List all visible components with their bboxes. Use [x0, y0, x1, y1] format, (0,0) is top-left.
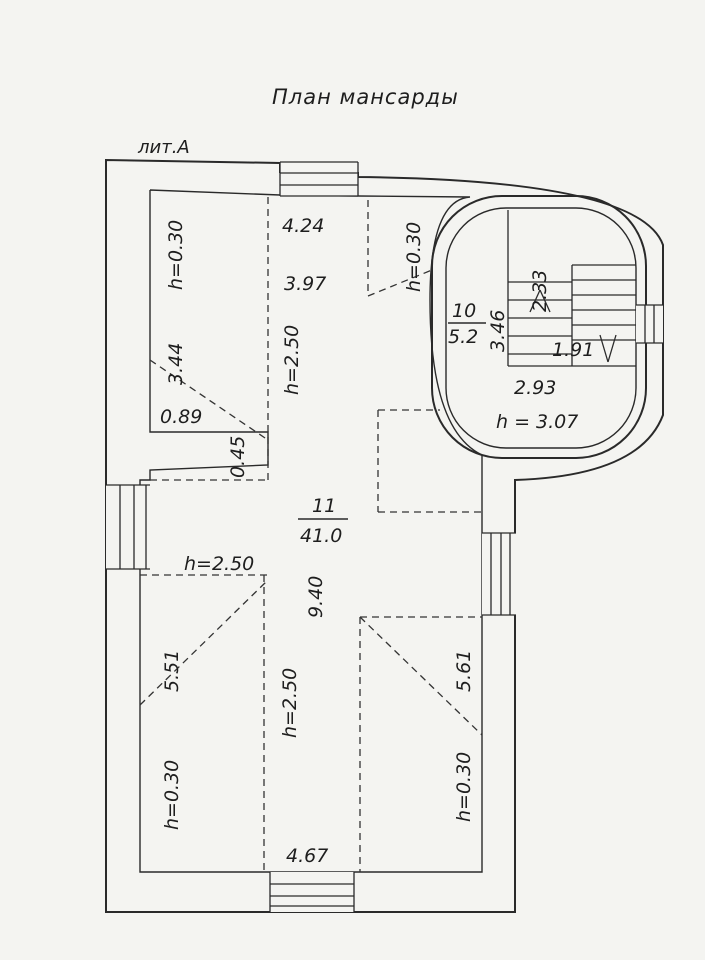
building-label: лит.А: [137, 137, 190, 158]
window-right: [482, 532, 516, 616]
window-stair-right: [636, 304, 663, 344]
outer-wall: [105, 158, 664, 913]
dim-top-width-mid: 3.97: [284, 273, 326, 295]
height-250-bottom: h=2.50: [279, 668, 301, 738]
height-030-bottom-right: h=0.30: [453, 752, 475, 822]
dim-stair-lower: 1.91: [552, 339, 594, 361]
dim-left-lower-len: 5.51: [161, 650, 183, 692]
dim-stair-upper: 2.33: [529, 270, 551, 312]
height-250-top: h=2.50: [281, 325, 303, 395]
dim-step-depth: 0.45: [227, 436, 249, 478]
room-10-number: 10: [452, 300, 476, 322]
room-10-area: 5.2: [448, 326, 478, 348]
dim-top-width-left: 4.24: [282, 215, 324, 237]
plan-title: План мансарды: [272, 85, 459, 109]
height-lines: [139, 197, 483, 872]
window-bottom: [269, 872, 355, 912]
staircase: [507, 210, 636, 367]
dim-bottom-width: 4.67: [286, 845, 328, 867]
window-top: [279, 161, 359, 197]
room-10-height: h = 3.07: [496, 411, 578, 433]
height-030-top-left: h=0.30: [165, 220, 187, 290]
room-11-area: 41.0: [300, 525, 342, 547]
dim-left-step: 0.89: [160, 406, 202, 428]
dim-stair-room-len: 3.46: [487, 310, 509, 352]
dim-left-upper-len: 3.44: [165, 343, 187, 385]
window-left: [106, 484, 150, 570]
dim-main-length: 9.40: [305, 576, 327, 618]
dim-stair-room-width: 2.93: [514, 377, 556, 399]
height-030-bottom-left: h=0.30: [161, 760, 183, 830]
height-250-mid-left: h=2.50: [184, 553, 254, 575]
dim-right-lower-len: 5.61: [453, 650, 475, 692]
room-11-number: 11: [312, 495, 336, 517]
height-030-top-right: h=0.30: [403, 222, 425, 292]
